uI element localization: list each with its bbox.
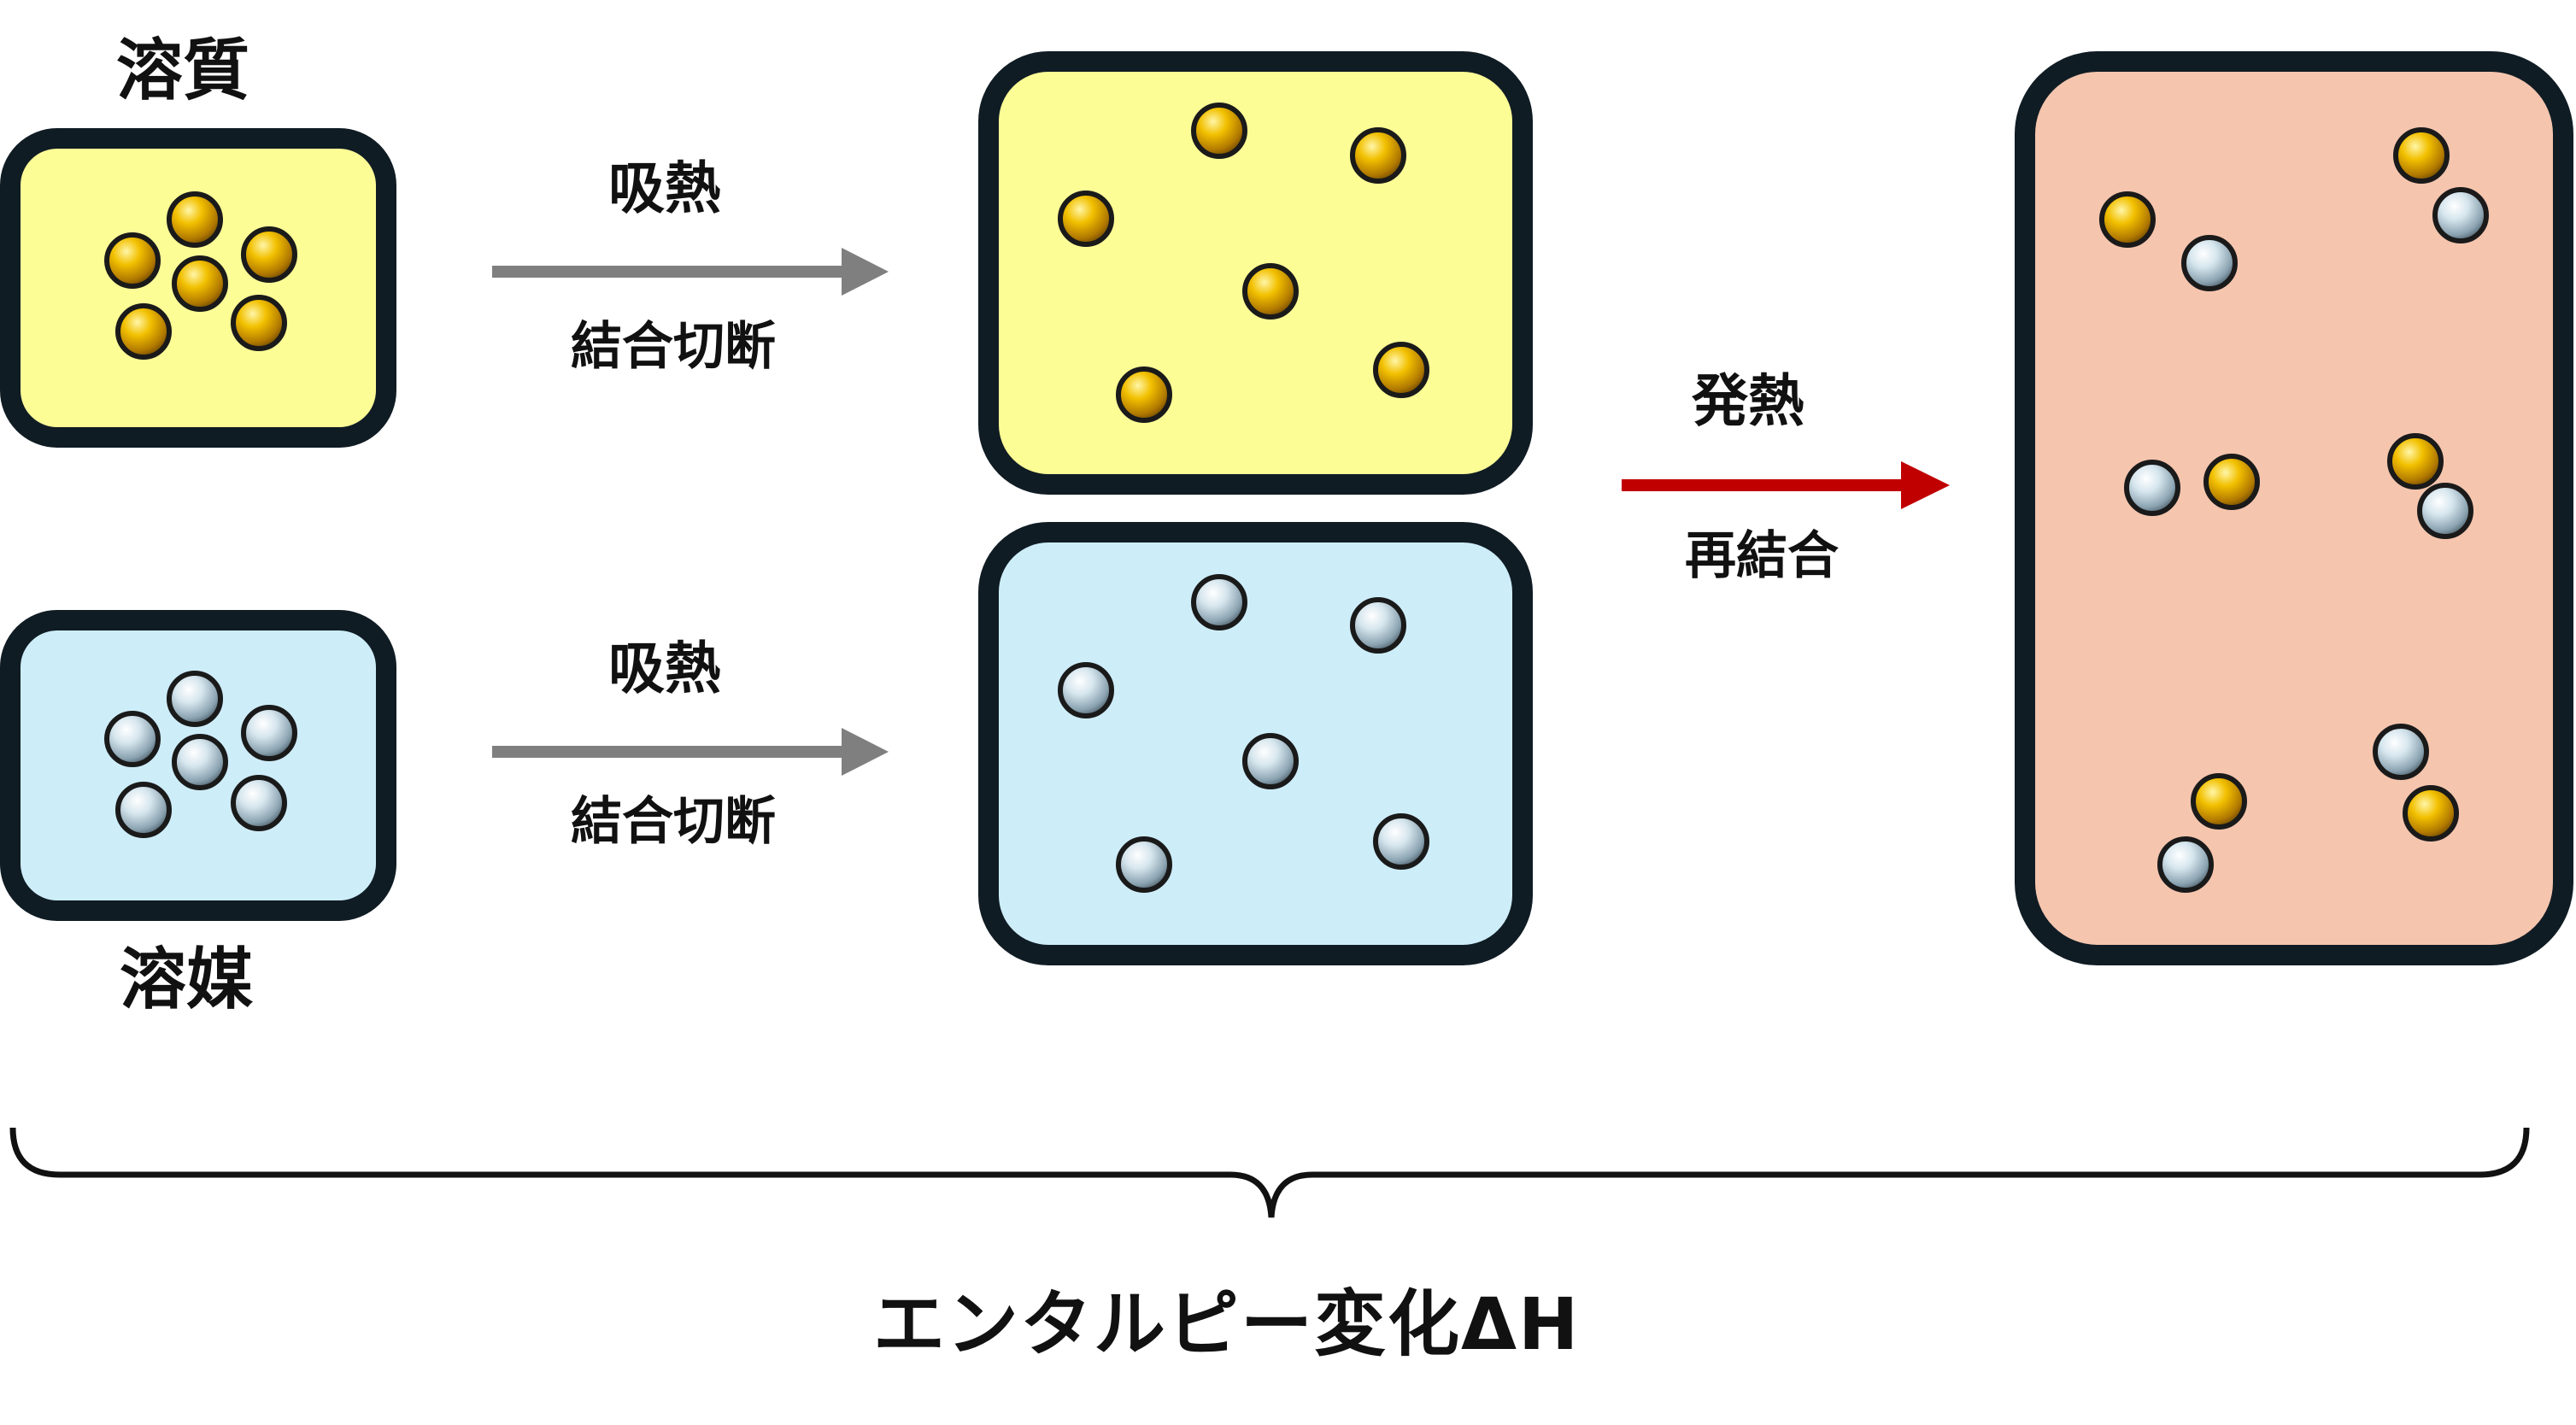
- solute-particle: [2099, 191, 2156, 248]
- solute-particle: [115, 303, 172, 360]
- solute-particle: [1242, 263, 1299, 320]
- solute-particle: [2191, 773, 2247, 830]
- solvent-particle: [1058, 662, 1114, 718]
- solvent-particle: [115, 782, 172, 838]
- solvent-particle: [167, 671, 223, 727]
- enthalpy-change-label: エンタルピー変化ΔH: [873, 1282, 1581, 1366]
- solute-particle: [172, 255, 228, 312]
- solvent-particle: [2432, 187, 2489, 243]
- solvent-particle: [2417, 483, 2473, 539]
- exothermic-arrow: [1622, 461, 1950, 509]
- solvent-particle: [172, 734, 228, 790]
- recombine-label: 再結合: [1685, 526, 1839, 586]
- particles-layer: [104, 103, 2489, 893]
- bond-break-label-solvent: 結合切断: [571, 792, 776, 852]
- enthalpy-brace: [9, 1127, 2530, 1218]
- solute-particle: [1191, 103, 1247, 159]
- exothermic-label: 発熱: [1692, 368, 1804, 434]
- solute-particle: [1116, 367, 1172, 423]
- solution-box: [2015, 51, 2573, 965]
- endothermic-arrow-solvent: [492, 728, 889, 776]
- solvent-particle: [2181, 235, 2238, 291]
- solvent-particle: [1350, 597, 1406, 654]
- solvent-particle: [1242, 733, 1299, 789]
- solute-particle: [2403, 785, 2459, 842]
- solvent-particle: [1191, 574, 1247, 630]
- solvent-particle: [1373, 813, 1429, 870]
- solute-particle: [1373, 342, 1429, 398]
- solute-particle: [2387, 433, 2444, 490]
- bond-break-label-solute: 結合切断: [571, 317, 776, 377]
- solvent-label: 溶媒: [120, 941, 254, 1018]
- solute-particle: [1350, 127, 1406, 184]
- solute-particle: [241, 226, 297, 283]
- solute-particle: [167, 191, 223, 248]
- solvent-particle: [241, 705, 297, 761]
- solvent-particle: [231, 775, 287, 831]
- endothermic-arrow-solute: [492, 248, 889, 296]
- solute-particle: [104, 232, 161, 289]
- solvent-particle: [1116, 836, 1172, 893]
- solvent-particle: [104, 711, 161, 767]
- solute-particle: [2393, 127, 2450, 184]
- solvent-particle: [2157, 836, 2214, 893]
- solute-label: 溶質: [116, 32, 250, 109]
- solvent-particle: [2373, 724, 2429, 780]
- solute-particle: [231, 295, 287, 351]
- solute-particle: [2203, 454, 2260, 510]
- solvent-particle: [2124, 460, 2180, 516]
- endothermic-label-solute: 吸熱: [608, 155, 721, 221]
- endothermic-label-solvent: 吸熱: [608, 636, 721, 701]
- solute-particle: [1058, 191, 1114, 247]
